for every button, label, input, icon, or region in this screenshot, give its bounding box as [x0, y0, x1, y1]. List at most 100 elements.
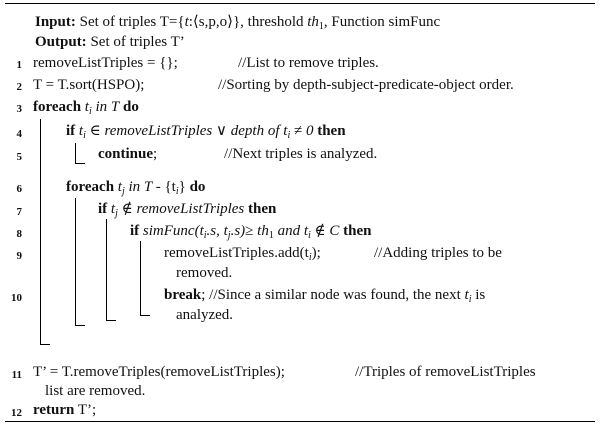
comment-line-9: //Adding triples to be: [374, 245, 502, 261]
output-text: Set of triples T’: [90, 34, 185, 50]
in-text: in T: [95, 99, 120, 115]
keyword-if: if: [130, 223, 140, 239]
code-line-9-cont: removed.: [176, 265, 233, 281]
line-number-5: 5: [16, 151, 23, 163]
block-end-foreach-j: [75, 325, 85, 326]
line-number-6: 6: [16, 183, 23, 195]
keyword-foreach: foreach: [33, 99, 82, 115]
set-close: }: [178, 179, 186, 195]
code-line-10-cont: analyzed.: [176, 307, 234, 323]
simfunc-args: .s, t: [206, 223, 228, 239]
sub-i: i: [308, 230, 311, 241]
zero-value: 0: [305, 123, 314, 139]
block-end-foreach-i: [40, 344, 50, 345]
keyword-foreach: foreach: [66, 179, 115, 195]
output-label: Output:: [35, 34, 87, 50]
keyword-do: do: [123, 99, 139, 115]
code-1: removeListTriples = {};: [33, 55, 178, 71]
line-number-12: 12: [11, 407, 22, 419]
keyword-break: break: [164, 287, 202, 303]
input-threshold-sub: 1: [318, 21, 324, 32]
code-9-end: );: [311, 245, 321, 261]
sub-i: i: [83, 130, 86, 141]
var-t: t: [117, 179, 122, 195]
line-number-11: 11: [11, 369, 22, 381]
depth-of-text: depth of: [230, 123, 280, 139]
code-line-11-cont: list are removed.: [45, 383, 146, 399]
keyword-then: then: [248, 201, 277, 217]
set-c: C: [329, 223, 340, 239]
comment-line-1: //List to remove triples.: [238, 55, 379, 71]
comment-line-5: //Next triples is analyzed.: [224, 146, 378, 162]
code-line-1: removeListTriples = {};: [33, 54, 178, 73]
input-mid: , threshold: [240, 14, 308, 30]
code-line-10: break; //Since a similar node was found,…: [164, 286, 485, 305]
keyword-if: if: [98, 201, 108, 217]
remove-list-ref: removeListTriples: [104, 123, 213, 139]
sub-i: i: [88, 106, 92, 117]
line-number-10: 10: [11, 292, 22, 304]
keyword-do: do: [189, 179, 206, 195]
code-line-12: return T’;: [33, 401, 96, 420]
sub-j: j: [227, 230, 231, 241]
comment-line-2: //Sorting by depth-subject-predicate-obj…: [218, 77, 514, 93]
var-t: t: [78, 123, 84, 139]
set-open: {t: [164, 179, 176, 195]
input-line: Input: Set of triples T={t:⟨s,p,o⟩}, thr…: [35, 13, 440, 32]
in-text: in T -: [128, 179, 161, 195]
line-number-8: 8: [16, 228, 23, 240]
code-line-6: foreach tj in T - {ti} do: [66, 178, 205, 197]
keyword-then: then: [343, 223, 372, 239]
sub-j: j: [121, 186, 125, 197]
code-9: removeListTriples.add(t: [164, 245, 309, 261]
line-number-2: 2: [16, 81, 23, 93]
line-number-1: 1: [16, 59, 23, 71]
code-line-9: removeListTriples.add(ti);: [164, 244, 321, 263]
input-label: Input:: [35, 14, 76, 30]
sub-i: i: [203, 230, 207, 241]
var-t: t: [283, 123, 288, 139]
keyword-then: then: [317, 123, 346, 139]
keyword-return: return: [33, 402, 75, 418]
output-line: Output: Set of triples T’: [35, 33, 185, 52]
code-line-2: T = T.sort(HSPO);: [33, 77, 145, 93]
input-tuple: :⟨s,p,o⟩}: [188, 14, 241, 30]
simfunc-call: simFunc(t: [142, 223, 204, 239]
code-line-8: if simFunc(ti.s, tj.s)≥ th1 and ti ∉ C t…: [130, 222, 372, 241]
input-t: t: [184, 14, 189, 30]
code-line-7: if tj ∉ removeListTriples then: [98, 200, 276, 219]
sub-j: j: [115, 208, 118, 219]
keyword-continue: continue: [98, 146, 154, 162]
line-number-4: 4: [16, 128, 23, 140]
symbol-element-of: ∈: [89, 123, 101, 139]
sub-i: i: [175, 186, 179, 197]
code-line-3: foreach ti in T do: [33, 98, 139, 117]
threshold-symbol: th: [257, 223, 269, 239]
block-end-if-4: [75, 163, 85, 164]
block-line-if-8: [140, 241, 141, 315]
code-10-is: is: [475, 287, 486, 303]
code-10-text: ; //Since a similar node was found, the …: [201, 287, 461, 303]
block-end-if-7: [106, 320, 116, 321]
remove-list-ref: removeListTriples: [136, 201, 245, 217]
var-t: t: [464, 287, 469, 303]
line-number-3: 3: [16, 103, 23, 115]
comment-line-11: //Triples of removeListTriples: [355, 364, 536, 380]
block-end-if-8: [140, 315, 150, 316]
input-text: Set of triples T={: [79, 14, 185, 30]
symbol-not-equal: ≠: [293, 123, 303, 139]
sub-i: i: [287, 130, 291, 141]
code-line-5: continue;: [98, 145, 157, 164]
var-t: t: [110, 201, 116, 217]
code-line-11: T’ = T.removeTriples(removeListTriples);: [33, 364, 285, 380]
line-number-7: 7: [16, 206, 23, 218]
symbol-not-element-of: ∉: [121, 201, 133, 217]
top-rule: [5, 3, 595, 5]
line-number-9: 9: [16, 250, 23, 262]
var-t: t: [84, 99, 89, 115]
block-line-foreach-j: [75, 198, 76, 325]
sub-i: i: [468, 294, 472, 305]
code-12: T’;: [77, 402, 97, 418]
bottom-rule: [5, 421, 595, 423]
block-line-foreach-i: [40, 119, 41, 344]
